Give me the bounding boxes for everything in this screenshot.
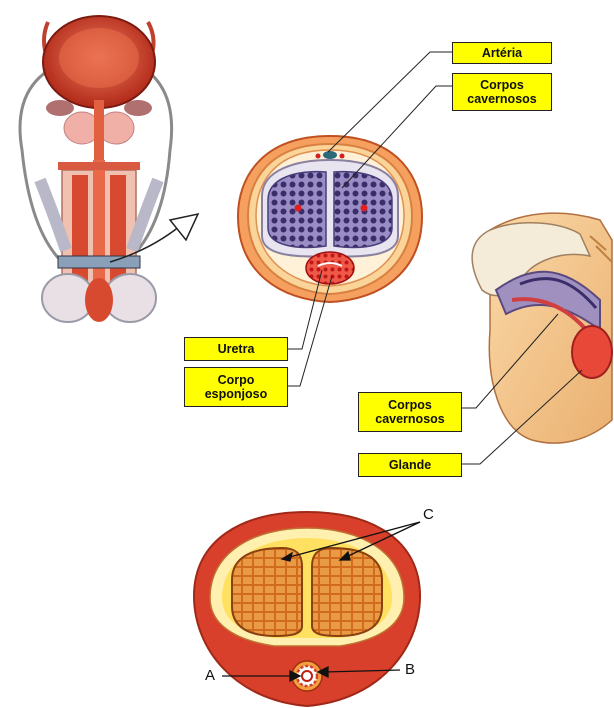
label-corpos-cavernosos-top-text: Corpos cavernosos (467, 78, 536, 106)
urogenital-system-illustration (20, 16, 172, 322)
label-corpo-esponjoso: Corpo esponjoso (184, 367, 288, 407)
cross-section-illustration (238, 136, 422, 302)
label-corpo-esponjoso-text: Corpo esponjoso (205, 373, 268, 401)
label-arteria-text: Artéria (482, 46, 522, 60)
label-arteria: Artéria (452, 42, 552, 64)
label-glande-text: Glande (389, 458, 431, 472)
letter-b: B (405, 661, 415, 678)
letter-a: A (205, 667, 215, 684)
label-corpos-cavernosos-side-text: Corpos cavernosos (375, 398, 444, 426)
label-glande: Glande (358, 453, 462, 477)
label-corpos-cavernosos-top: Corpos cavernosos (452, 73, 552, 111)
letter-c: C (423, 506, 434, 523)
label-uretra-text: Uretra (218, 342, 255, 356)
label-uretra: Uretra (184, 337, 288, 361)
label-corpos-cavernosos-side: Corpos cavernosos (358, 392, 462, 432)
schematic-cross-section (194, 512, 420, 706)
side-view-illustration (472, 213, 612, 443)
